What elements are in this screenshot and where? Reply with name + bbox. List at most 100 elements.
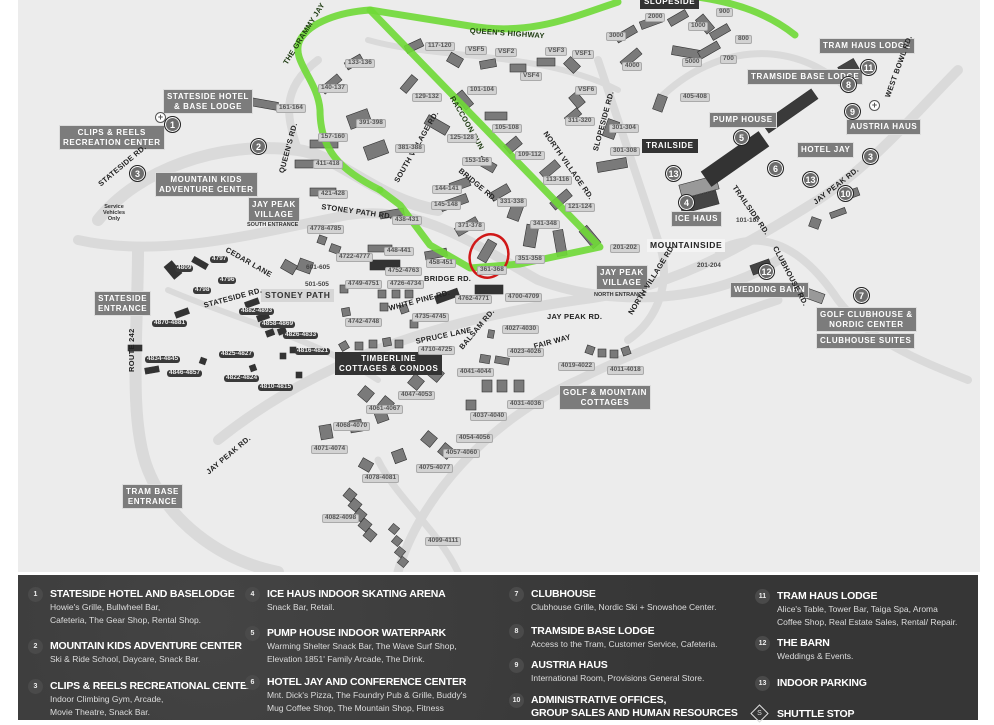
building	[596, 157, 628, 173]
unit-label-dark: 4816-4821	[295, 347, 331, 355]
unit-label: 4071-4074	[311, 445, 349, 454]
first-aid-icon: +	[869, 100, 880, 111]
unit-label: 391-398	[356, 119, 386, 128]
shuttle-stop-icon-letter: S	[757, 710, 762, 717]
legend-item-description: Access to the Tram, Customer Service, Ca…	[531, 639, 718, 649]
legend-item-description: International Room, Provisions General S…	[531, 673, 705, 683]
location-marker-9[interactable]: 9	[844, 103, 861, 120]
building	[509, 63, 527, 73]
place-label: WEDDING BARN	[730, 282, 810, 298]
unit-label: 438-431	[392, 216, 422, 225]
location-marker-4[interactable]: 4	[678, 194, 695, 211]
building	[700, 131, 770, 187]
place-label-mountainside: MOUNTAINSIDE	[647, 239, 726, 252]
unit-label: 4722-4777	[336, 253, 374, 262]
unit-label: 133-136	[345, 59, 375, 68]
place-label-dark: TIMBERLINE COTTAGES & CONDOS	[335, 352, 443, 376]
place-label: STATESIDE ENTRANCE	[94, 291, 152, 317]
unit-label-dark: 4826-4833	[283, 331, 319, 339]
location-marker-6[interactable]: 6	[767, 160, 784, 177]
road	[714, 236, 972, 384]
location-marker-5[interactable]: 5	[733, 129, 750, 146]
building	[609, 349, 619, 359]
location-marker-3[interactable]: 3	[129, 165, 146, 182]
unit-label: 117-120	[425, 42, 455, 51]
building	[362, 527, 378, 543]
unit-label: 101-107	[736, 217, 760, 224]
legend-item-description: Snack Bar, Retail.	[267, 602, 335, 612]
legend-number-badge: 11	[755, 589, 770, 604]
legend-number-badge: 2	[28, 639, 43, 654]
unit-label: 351-358	[515, 255, 545, 264]
place-label: CLUBHOUSE SUITES	[816, 333, 916, 349]
building	[423, 114, 451, 136]
building	[280, 258, 298, 276]
unit-label: 800	[735, 35, 752, 44]
location-marker-7[interactable]: 7	[853, 287, 870, 304]
unit-label: 121-124	[565, 203, 595, 212]
building	[338, 340, 350, 352]
legend-item-title: CLUBHOUSE	[531, 588, 596, 600]
unit-label: 201-204	[697, 262, 721, 269]
unit-label-dark: 4797	[210, 255, 229, 263]
legend-item-description: Ski & Ride School, Daycare, Snack Bar.	[50, 654, 201, 664]
legend-item-title: HOTEL JAY AND CONFERENCE CENTER	[267, 676, 467, 688]
building	[198, 356, 208, 366]
unit-label: 371-378	[455, 222, 485, 231]
location-marker-12[interactable]: 12	[758, 263, 775, 280]
unit-label: 113-116	[543, 176, 573, 185]
unit-label: 140-137	[318, 84, 348, 93]
unit-label: 4031-4036	[507, 400, 545, 409]
green-highlight-slopeside	[693, 0, 799, 39]
building	[339, 284, 349, 294]
location-marker-1[interactable]: 1	[164, 116, 181, 133]
location-marker-3[interactable]: 3	[862, 148, 879, 165]
location-marker-13[interactable]: 13	[665, 165, 682, 182]
building	[488, 183, 512, 202]
legend-number-badge: 12	[755, 636, 770, 651]
unit-label: 4752-4763	[385, 267, 423, 276]
unit-label: 301-304	[609, 124, 639, 133]
building	[494, 355, 510, 366]
unit-label: 341-348	[530, 220, 560, 229]
place-label-stoney-path: STONEY PATH	[261, 289, 335, 302]
building	[316, 234, 328, 246]
unit-label-dark: 4809	[175, 264, 194, 272]
unit-label: VSF5	[465, 46, 488, 55]
legend-item-title: TRAMSIDE BASE LODGE	[531, 625, 655, 637]
legend-number-badge: 10	[509, 693, 524, 708]
location-marker-2[interactable]: 2	[250, 138, 267, 155]
location-marker-10[interactable]: 10	[837, 185, 854, 202]
legend-number-badge: 7	[509, 587, 524, 602]
unit-label: 4019-4022	[558, 362, 596, 371]
unit-label: 458-451	[426, 259, 456, 268]
place-label: GOLF & MOUNTAIN COTTAGES	[559, 385, 651, 411]
building	[652, 93, 668, 113]
unit-label: 2000	[645, 13, 666, 22]
location-marker-13[interactable]: 13	[802, 171, 819, 188]
unit-label: 411-418	[313, 160, 343, 169]
location-marker-11[interactable]: 11	[860, 59, 877, 76]
red-circle-highlight	[468, 233, 510, 279]
legend-number-badge: 1	[28, 587, 43, 602]
unit-label: 4099-4111	[425, 537, 462, 546]
building	[174, 307, 190, 319]
unit-label: 331-338	[497, 198, 527, 207]
unit-label: VSF6	[575, 86, 598, 95]
location-marker-8[interactable]: 8	[840, 76, 857, 93]
place-label: MOUNTAIN KIDS ADVENTURE CENTER	[155, 172, 258, 198]
legend-item-title: STATESIDE HOTEL AND BASELODGE	[50, 588, 235, 600]
building	[808, 216, 822, 230]
unit-label: 4068-4070	[333, 422, 371, 431]
legend-item-title: MOUNTAIN KIDS ADVENTURE CENTER	[50, 640, 242, 652]
building	[666, 9, 690, 27]
unit-label: 4710-4725	[418, 346, 456, 355]
unit-label: 3000	[606, 32, 627, 41]
building	[420, 430, 438, 448]
building	[191, 255, 209, 271]
